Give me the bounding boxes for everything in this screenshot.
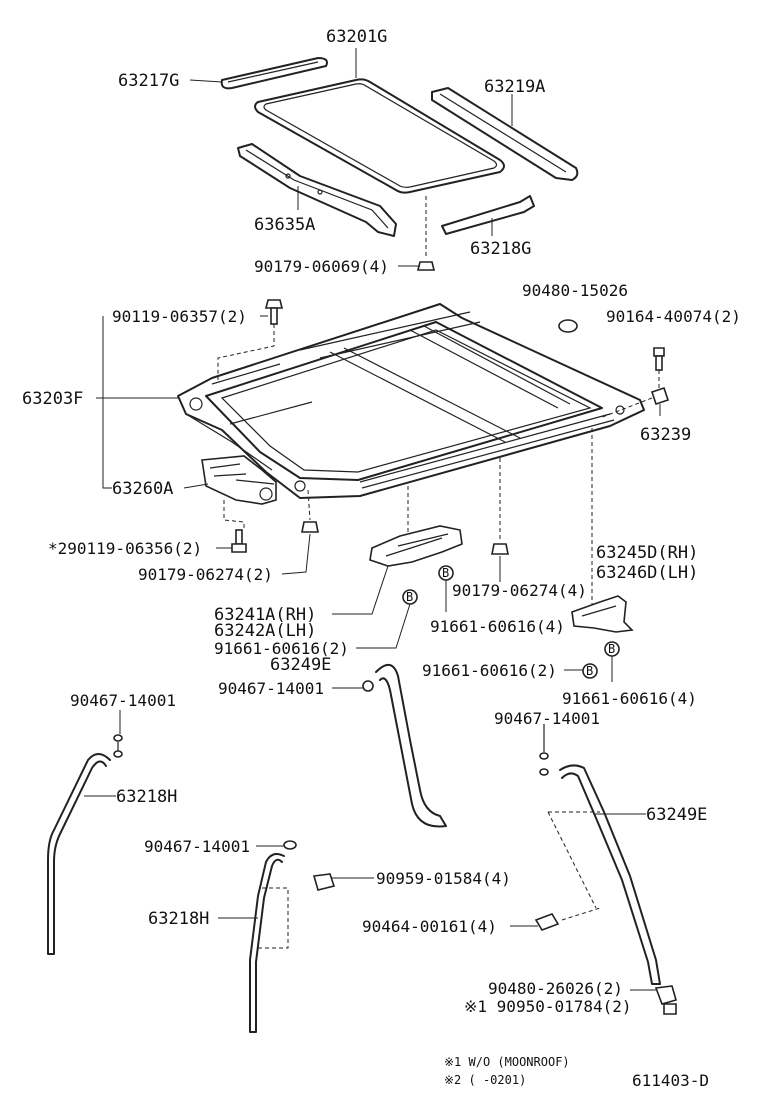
part-label-63635a: 63635A <box>254 215 315 235</box>
part-label-63239: 63239 <box>640 425 691 445</box>
part-label-63246d: 63246D(LH) <box>596 563 698 583</box>
clip-b-marker: B <box>438 565 454 581</box>
clip-b-marker: B <box>402 589 418 605</box>
part-label-90179-06069: 90179-06069(4) <box>254 257 389 276</box>
part-label-90179-06274-a: 90179-06274(2) <box>138 565 273 584</box>
part-label-63218h-b: 63218H <box>148 909 209 929</box>
deflector-rail-part <box>237 143 397 237</box>
part-label-90467-14001-d: 90467-14001 <box>144 837 250 856</box>
part-label-63218h-a: 63218H <box>116 787 177 807</box>
bracket-part <box>571 595 634 633</box>
screw-part <box>653 347 665 388</box>
drain-hose-part <box>249 840 297 1033</box>
clip-b-marker: B <box>604 641 620 657</box>
part-label-90164-40074: 90164-40074(2) <box>606 307 741 326</box>
part-label-90950-01784: ※1 90950-01784(2) <box>464 997 632 1016</box>
part-label-63203f: 63203F <box>22 389 83 409</box>
part-label-63245d: 63245D(RH) <box>596 543 698 563</box>
part-label-90467-14001-a: 90467-14001 <box>218 679 324 698</box>
part-label-90467-14001-b: 90467-14001 <box>70 691 176 710</box>
bracket-part <box>599 386 670 419</box>
footnote-2: ※2 ( -0201) <box>444 1073 526 1087</box>
plug-part <box>654 985 677 1015</box>
part-label-63242a: 63242A(LH) <box>214 621 316 641</box>
bolt-part <box>217 299 284 380</box>
part-label-63218g: 63218G <box>470 239 531 259</box>
part-label-90179-06274-b: 90179-06274(4) <box>452 581 587 600</box>
clip-b-letter: B <box>586 664 593 678</box>
drain-hose-part <box>47 734 123 955</box>
part-label-90464-00161: 90464-00161(4) <box>362 917 497 936</box>
part-label-91661-60616-c: 91661-60616(2) <box>422 661 557 680</box>
fastener-part <box>491 543 509 555</box>
part-label-90480-26026: 90480-26026(2) <box>488 979 623 998</box>
part-label-63241a: 63241A(RH) <box>214 605 316 625</box>
drain-hose-part <box>362 664 447 828</box>
part-label-63217g: 63217G <box>118 71 179 91</box>
fastener-part <box>416 196 436 271</box>
part-label-90959-01584: 90959-01584(4) <box>376 869 511 888</box>
footnote-1: ※1 W/O (MOONROOF) <box>444 1055 570 1069</box>
part-label-91661-60616-b: 91661-60616(2) <box>214 639 349 658</box>
cap-part <box>558 319 578 333</box>
part-label-90467-14001-c: 90467-14001 <box>494 709 600 728</box>
part-label-91661-60616-d: 91661-60616(4) <box>562 689 697 708</box>
part-label-63260a: 63260A <box>112 479 173 499</box>
part-label-63249e-b: 63249E <box>646 805 707 825</box>
seal-rail-part <box>431 87 579 181</box>
part-label-63249e-a: 63249E <box>270 655 331 675</box>
fastener-part <box>301 521 319 533</box>
clip-b-letter: B <box>406 590 413 604</box>
motor-part <box>201 455 277 530</box>
rail-bracket-part <box>441 195 535 235</box>
part-label-90119-06357: 90119-06357(2) <box>112 307 247 326</box>
part-label-63219a: 63219A <box>484 77 545 97</box>
weatherstrip-part <box>220 57 328 90</box>
part-label-91661-60616-a: 91661-60616(4) <box>430 617 565 636</box>
part-label-63201g: 63201G <box>326 27 387 47</box>
clip-part <box>534 913 560 931</box>
diagram-reference-code: 611403-D <box>632 1071 709 1090</box>
clip-b-letter: B <box>608 642 615 656</box>
glass-panel-part <box>254 78 505 194</box>
drain-hose-part <box>539 724 661 985</box>
housing-frame-part <box>177 303 645 499</box>
screw-part <box>231 529 247 553</box>
part-label-90480-15026: 90480-15026 <box>522 281 628 300</box>
bracket-part <box>369 525 463 567</box>
clip-b-marker: B <box>582 663 598 679</box>
clip-b-letter: B <box>442 566 449 580</box>
part-label-90119-06356: *290119-06356(2) <box>48 539 202 558</box>
clip-part <box>312 873 336 891</box>
